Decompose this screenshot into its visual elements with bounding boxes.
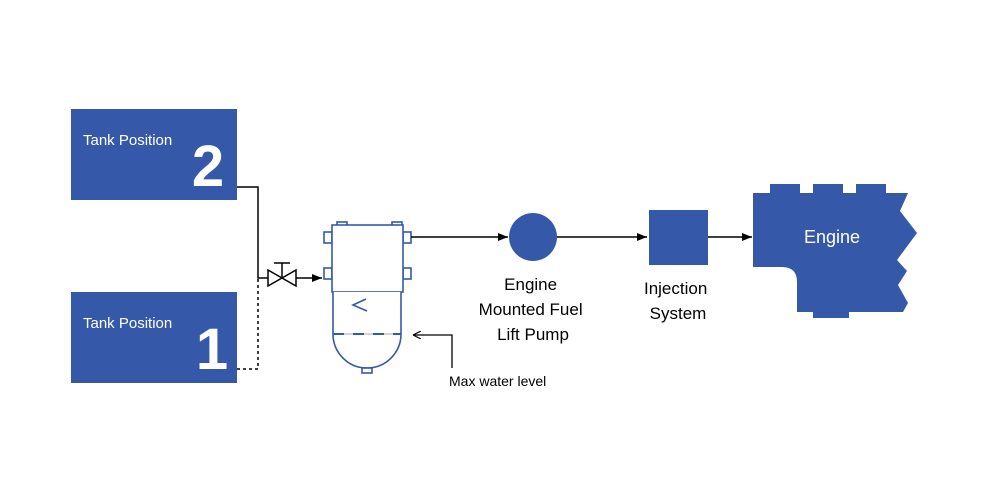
tank-2-number: 2 [192, 134, 224, 199]
lift-pump [509, 213, 557, 261]
tank-2-label: Tank Position [83, 132, 172, 149]
tank-position-1: Tank Position 1 [71, 292, 237, 383]
injection-system [649, 210, 708, 265]
engine-label: Engine [804, 227, 860, 247]
tank-1-label: Tank Position [83, 315, 172, 332]
tank-position-2: Tank Position 2 [71, 109, 237, 200]
lift-pump-label: Engine Mounted Fuel Lift Pump [479, 275, 588, 344]
tank-2-fuel-line [237, 186, 268, 279]
tank-1-number: 1 [196, 317, 228, 382]
tank-1-fuel-line [237, 278, 259, 370]
engine: Engine [753, 184, 917, 318]
injection-system-label: Injection System [644, 279, 712, 323]
max-water-level-label: Max water level [449, 373, 546, 389]
max-water-level-pointer [413, 335, 453, 368]
valve-icon [267, 262, 297, 288]
fuel-water-separator-icon [323, 221, 412, 374]
